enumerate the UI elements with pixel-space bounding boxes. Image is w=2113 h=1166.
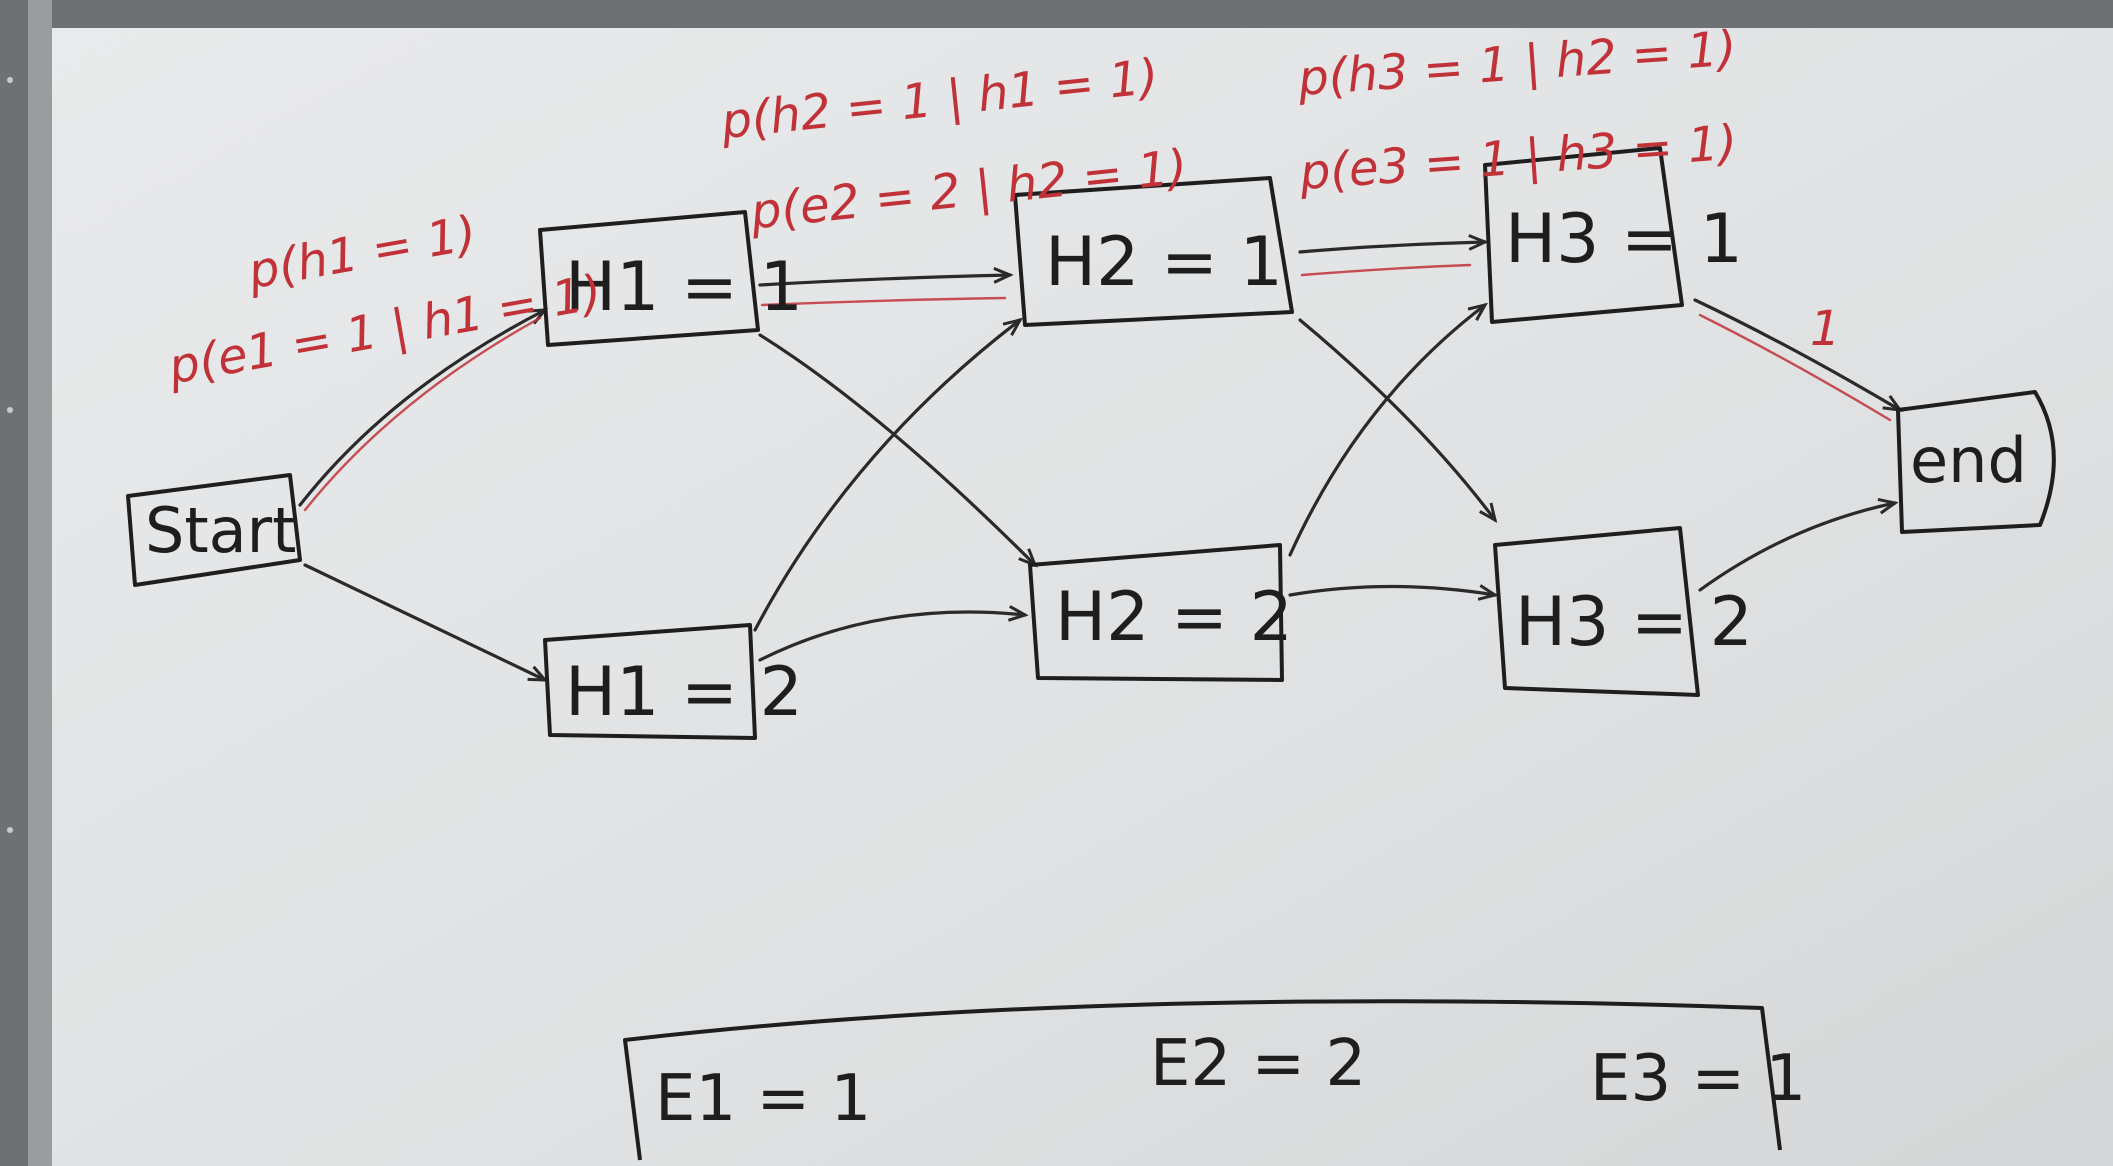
edge-red-h2-1-to-h3-1 bbox=[1300, 263, 1472, 277]
edge-red-start-to-h1-1 bbox=[303, 316, 542, 512]
edge-red-h3-1-to-end bbox=[1698, 313, 1892, 422]
edge-h2-2-to-h3-2 bbox=[1288, 584, 1499, 601]
evidence-e1: E1 = 1 bbox=[655, 1062, 871, 1136]
edge-h3-2-to-end bbox=[1698, 497, 1899, 592]
node-h1-2-box bbox=[543, 623, 757, 740]
node-start-label: Start bbox=[145, 494, 296, 567]
node-h2-2-label: H2 = 2 bbox=[1055, 578, 1293, 657]
evidence-box-outline bbox=[623, 999, 1782, 1161]
node-h1-2: H1 = 2 bbox=[543, 623, 803, 740]
edge-h1-1-to-h2-2 bbox=[758, 333, 1038, 568]
node-start-box bbox=[126, 473, 302, 587]
edge-h3-1-to-end bbox=[1693, 298, 1904, 412]
node-h2-1: H2 = 1 bbox=[1013, 176, 1294, 327]
edge-h2-2-to-h3-1 bbox=[1288, 302, 1488, 557]
node-h1-1-label: H1 = 1 bbox=[565, 248, 803, 327]
annotation-h3-to-end: 1 bbox=[1810, 301, 1841, 357]
node-end-box bbox=[1896, 390, 2056, 534]
board-surface bbox=[50, 28, 2113, 1166]
edge-h2-1-to-h3-2 bbox=[1298, 318, 1498, 523]
node-h3-1-label: H3 = 1 bbox=[1505, 200, 1743, 279]
edge-start-to-h1-1 bbox=[298, 308, 549, 507]
edge-h2-1-to-h3-1 bbox=[1298, 234, 1489, 254]
node-h2-1-box bbox=[1013, 176, 1294, 327]
node-h3-1: H3 = 1 bbox=[1483, 146, 1743, 324]
node-h3-1-box bbox=[1483, 146, 1684, 324]
evidence-e3: E3 = 1 bbox=[1590, 1042, 1806, 1116]
node-h3-2: H3 = 2 bbox=[1493, 526, 1753, 697]
node-h3-2-box bbox=[1493, 526, 1700, 697]
edge-start-to-h1-2 bbox=[303, 563, 549, 682]
edge-h1-2-to-h2-1 bbox=[753, 317, 1023, 632]
frame-screw bbox=[7, 407, 13, 413]
edge-h1-2-to-h2-2 bbox=[758, 605, 1029, 662]
node-h1-2-label: H1 = 2 bbox=[565, 653, 803, 732]
evidence-e2: E2 = 2 bbox=[1150, 1027, 1366, 1101]
edge-h1-1-to-h2-1 bbox=[758, 266, 1014, 287]
board-frame-inner-edge bbox=[28, 0, 52, 1166]
evidence-box: E1 = 1 E2 = 2 E3 = 1 bbox=[623, 999, 1806, 1161]
frame-screw bbox=[7, 827, 13, 833]
node-h1-1-box bbox=[538, 210, 760, 347]
edge-red-h1-1-to-h2-1 bbox=[760, 296, 1007, 307]
node-h2-2-box bbox=[1028, 543, 1284, 682]
frame-screw bbox=[7, 77, 13, 83]
node-h2-1-label: H2 = 1 bbox=[1045, 223, 1283, 302]
node-h3-2-label: H3 = 2 bbox=[1515, 583, 1753, 662]
node-end: end bbox=[1896, 390, 2056, 534]
node-start: Start bbox=[126, 473, 302, 587]
node-h2-2: H2 = 2 bbox=[1028, 543, 1293, 682]
node-h1-1: H1 = 1 bbox=[538, 210, 803, 347]
node-end-label: end bbox=[1910, 424, 2027, 497]
